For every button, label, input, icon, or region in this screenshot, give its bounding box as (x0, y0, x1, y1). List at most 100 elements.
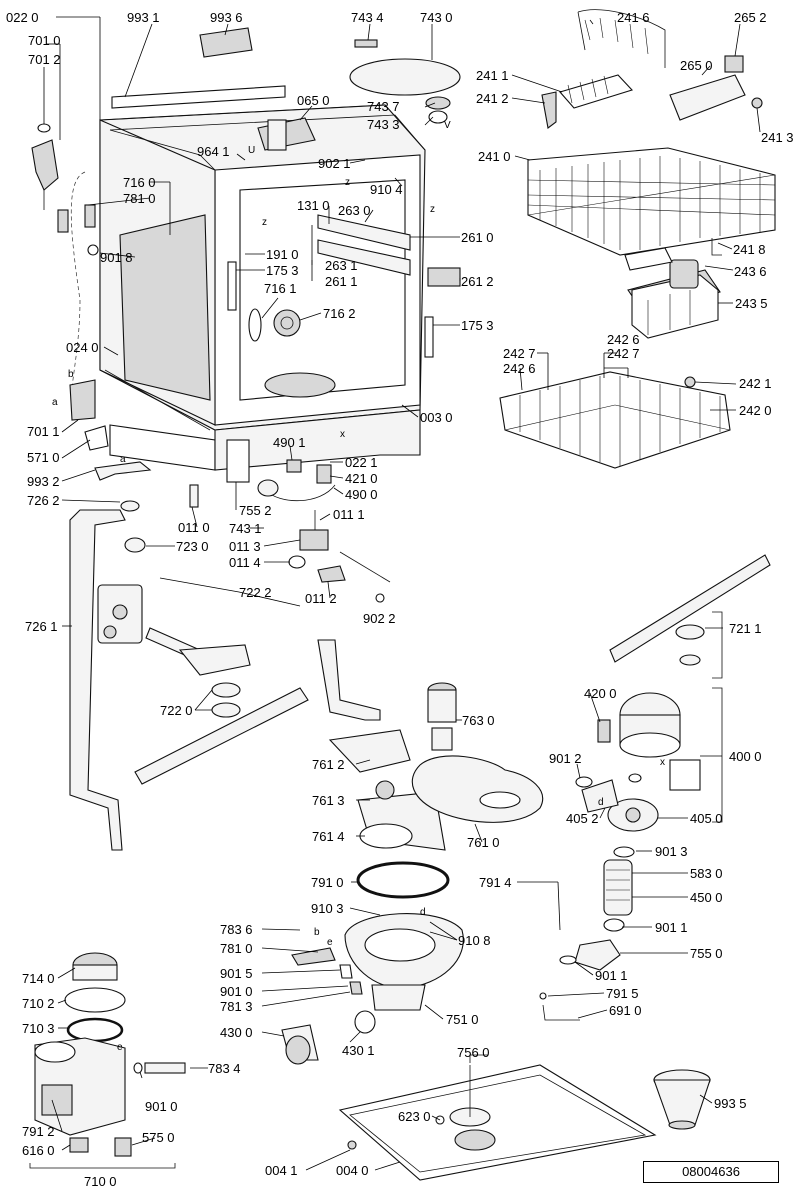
callout-label: 902 2 (363, 611, 396, 626)
callout-label: 265 0 (680, 58, 713, 73)
tub-cabinet (99, 104, 426, 471)
callout-label: 755 0 (690, 946, 723, 961)
callout-label: 701 0 (28, 33, 61, 48)
callout-label: 722 2 (239, 585, 272, 600)
callout-label: 761 0 (467, 835, 500, 850)
callout-label: 993 5 (714, 1096, 747, 1111)
callout-label: 716 1 (264, 281, 297, 296)
svg-text:V: V (444, 120, 451, 131)
funnel (653, 1069, 711, 1130)
callout-label: 242 0 (739, 403, 772, 418)
callout-label: 763 0 (462, 713, 495, 728)
callout-label: 263 1 (325, 258, 358, 273)
callout-label: 004 0 (336, 1163, 369, 1178)
callout-label: 761 2 (312, 757, 345, 772)
callout-label: 910 8 (458, 933, 491, 948)
filter-cup (427, 682, 457, 751)
callout-label: 024 0 (66, 340, 99, 355)
callout-label: 263 0 (338, 203, 371, 218)
sensor-heater-parts (189, 459, 391, 603)
svg-text:z: z (345, 177, 350, 188)
callout-label: 242 7 (607, 346, 640, 361)
cutlery-basket (624, 238, 722, 339)
svg-text:d: d (420, 907, 426, 918)
callout-label: 241 8 (733, 242, 766, 257)
svg-text:a: a (120, 454, 126, 465)
callout-label: 242 6 (503, 361, 536, 376)
callout-label: 004 1 (265, 1163, 298, 1178)
callout-label: 743 3 (367, 117, 400, 132)
heater-tube (559, 846, 635, 971)
circulation-pump (597, 692, 701, 791)
callout-label: 575 0 (142, 1130, 175, 1145)
pump-housing (575, 773, 659, 832)
lower-basket (499, 371, 731, 469)
callout-label: 175 3 (266, 263, 299, 278)
callout-label: 583 0 (690, 866, 723, 881)
svg-text:x: x (660, 757, 665, 768)
callout-label: 065 0 (297, 93, 330, 108)
tub-gasket-strip (111, 85, 286, 109)
callout-label: 723 0 (176, 539, 209, 554)
callout-label: 241 1 (476, 68, 509, 83)
sump-gasket (356, 861, 450, 899)
svg-text:a: a (52, 397, 58, 408)
svg-text:z: z (430, 204, 435, 215)
callout-label: 691 0 (609, 1003, 642, 1018)
micro-filter (411, 755, 544, 823)
callout-label: 761 4 (312, 829, 345, 844)
callout-label: 003 0 (420, 410, 453, 425)
callout-label: 964 1 (197, 144, 230, 159)
callout-label: 623 0 (398, 1109, 431, 1124)
callout-label: 710 0 (84, 1174, 117, 1189)
callout-label: 901 3 (655, 844, 688, 859)
callout-label: 022 0 (6, 10, 39, 25)
callout-label: 011 4 (229, 555, 261, 570)
callout-label: 901 2 (549, 751, 582, 766)
callout-label: 701 1 (27, 424, 60, 439)
insulation-strip (199, 27, 253, 58)
callout-label: 191 0 (266, 247, 299, 262)
basket-stop (669, 55, 763, 121)
callout-label: 781 0 (123, 191, 156, 206)
document-id-box: 08004636 (643, 1161, 779, 1183)
callout-label: 761 3 (312, 793, 345, 808)
callout-label: 722 0 (160, 703, 193, 718)
callout-label: 243 6 (734, 264, 767, 279)
callout-label: 726 1 (25, 619, 58, 634)
callout-label: 261 1 (325, 274, 358, 289)
conduit-pipe (317, 639, 381, 721)
cup-rack-top (541, 74, 634, 129)
callout-label: 701 2 (28, 52, 61, 67)
wire-rack-handle (577, 9, 666, 68)
callout-label: 721 1 (729, 621, 762, 636)
upper-spray-arm (609, 554, 771, 666)
callout-label: 710 3 (22, 1021, 55, 1036)
callout-label: 011 3 (229, 539, 261, 554)
callout-label: 490 0 (345, 487, 378, 502)
callout-label: 791 2 (22, 1124, 55, 1139)
callout-label: 783 4 (208, 1061, 241, 1076)
svg-text:b: b (68, 369, 74, 380)
callout-label: 901 1 (655, 920, 688, 935)
callout-label: 265 2 (734, 10, 767, 25)
callout-label: 910 3 (311, 901, 344, 916)
callout-label: 993 2 (27, 474, 60, 489)
callout-label: 405 0 (690, 811, 723, 826)
callout-label: 242 6 (607, 332, 640, 347)
upper-basket (527, 147, 776, 256)
svg-text:b: b (314, 927, 320, 938)
callout-label: 791 5 (606, 986, 639, 1001)
callout-label: 175 3 (461, 318, 494, 333)
callout-label: 011 0 (178, 520, 210, 535)
svg-text:e: e (327, 937, 333, 948)
callout-label: 901 1 (595, 968, 628, 983)
callout-label: 993 1 (127, 10, 160, 25)
sump-housing (344, 913, 464, 1034)
svg-text:x: x (340, 429, 345, 440)
callout-label: 011 1 (333, 507, 365, 522)
callout-label: 616 0 (22, 1143, 55, 1158)
callout-label: 743 7 (367, 99, 400, 114)
callout-label: 743 1 (229, 521, 262, 536)
